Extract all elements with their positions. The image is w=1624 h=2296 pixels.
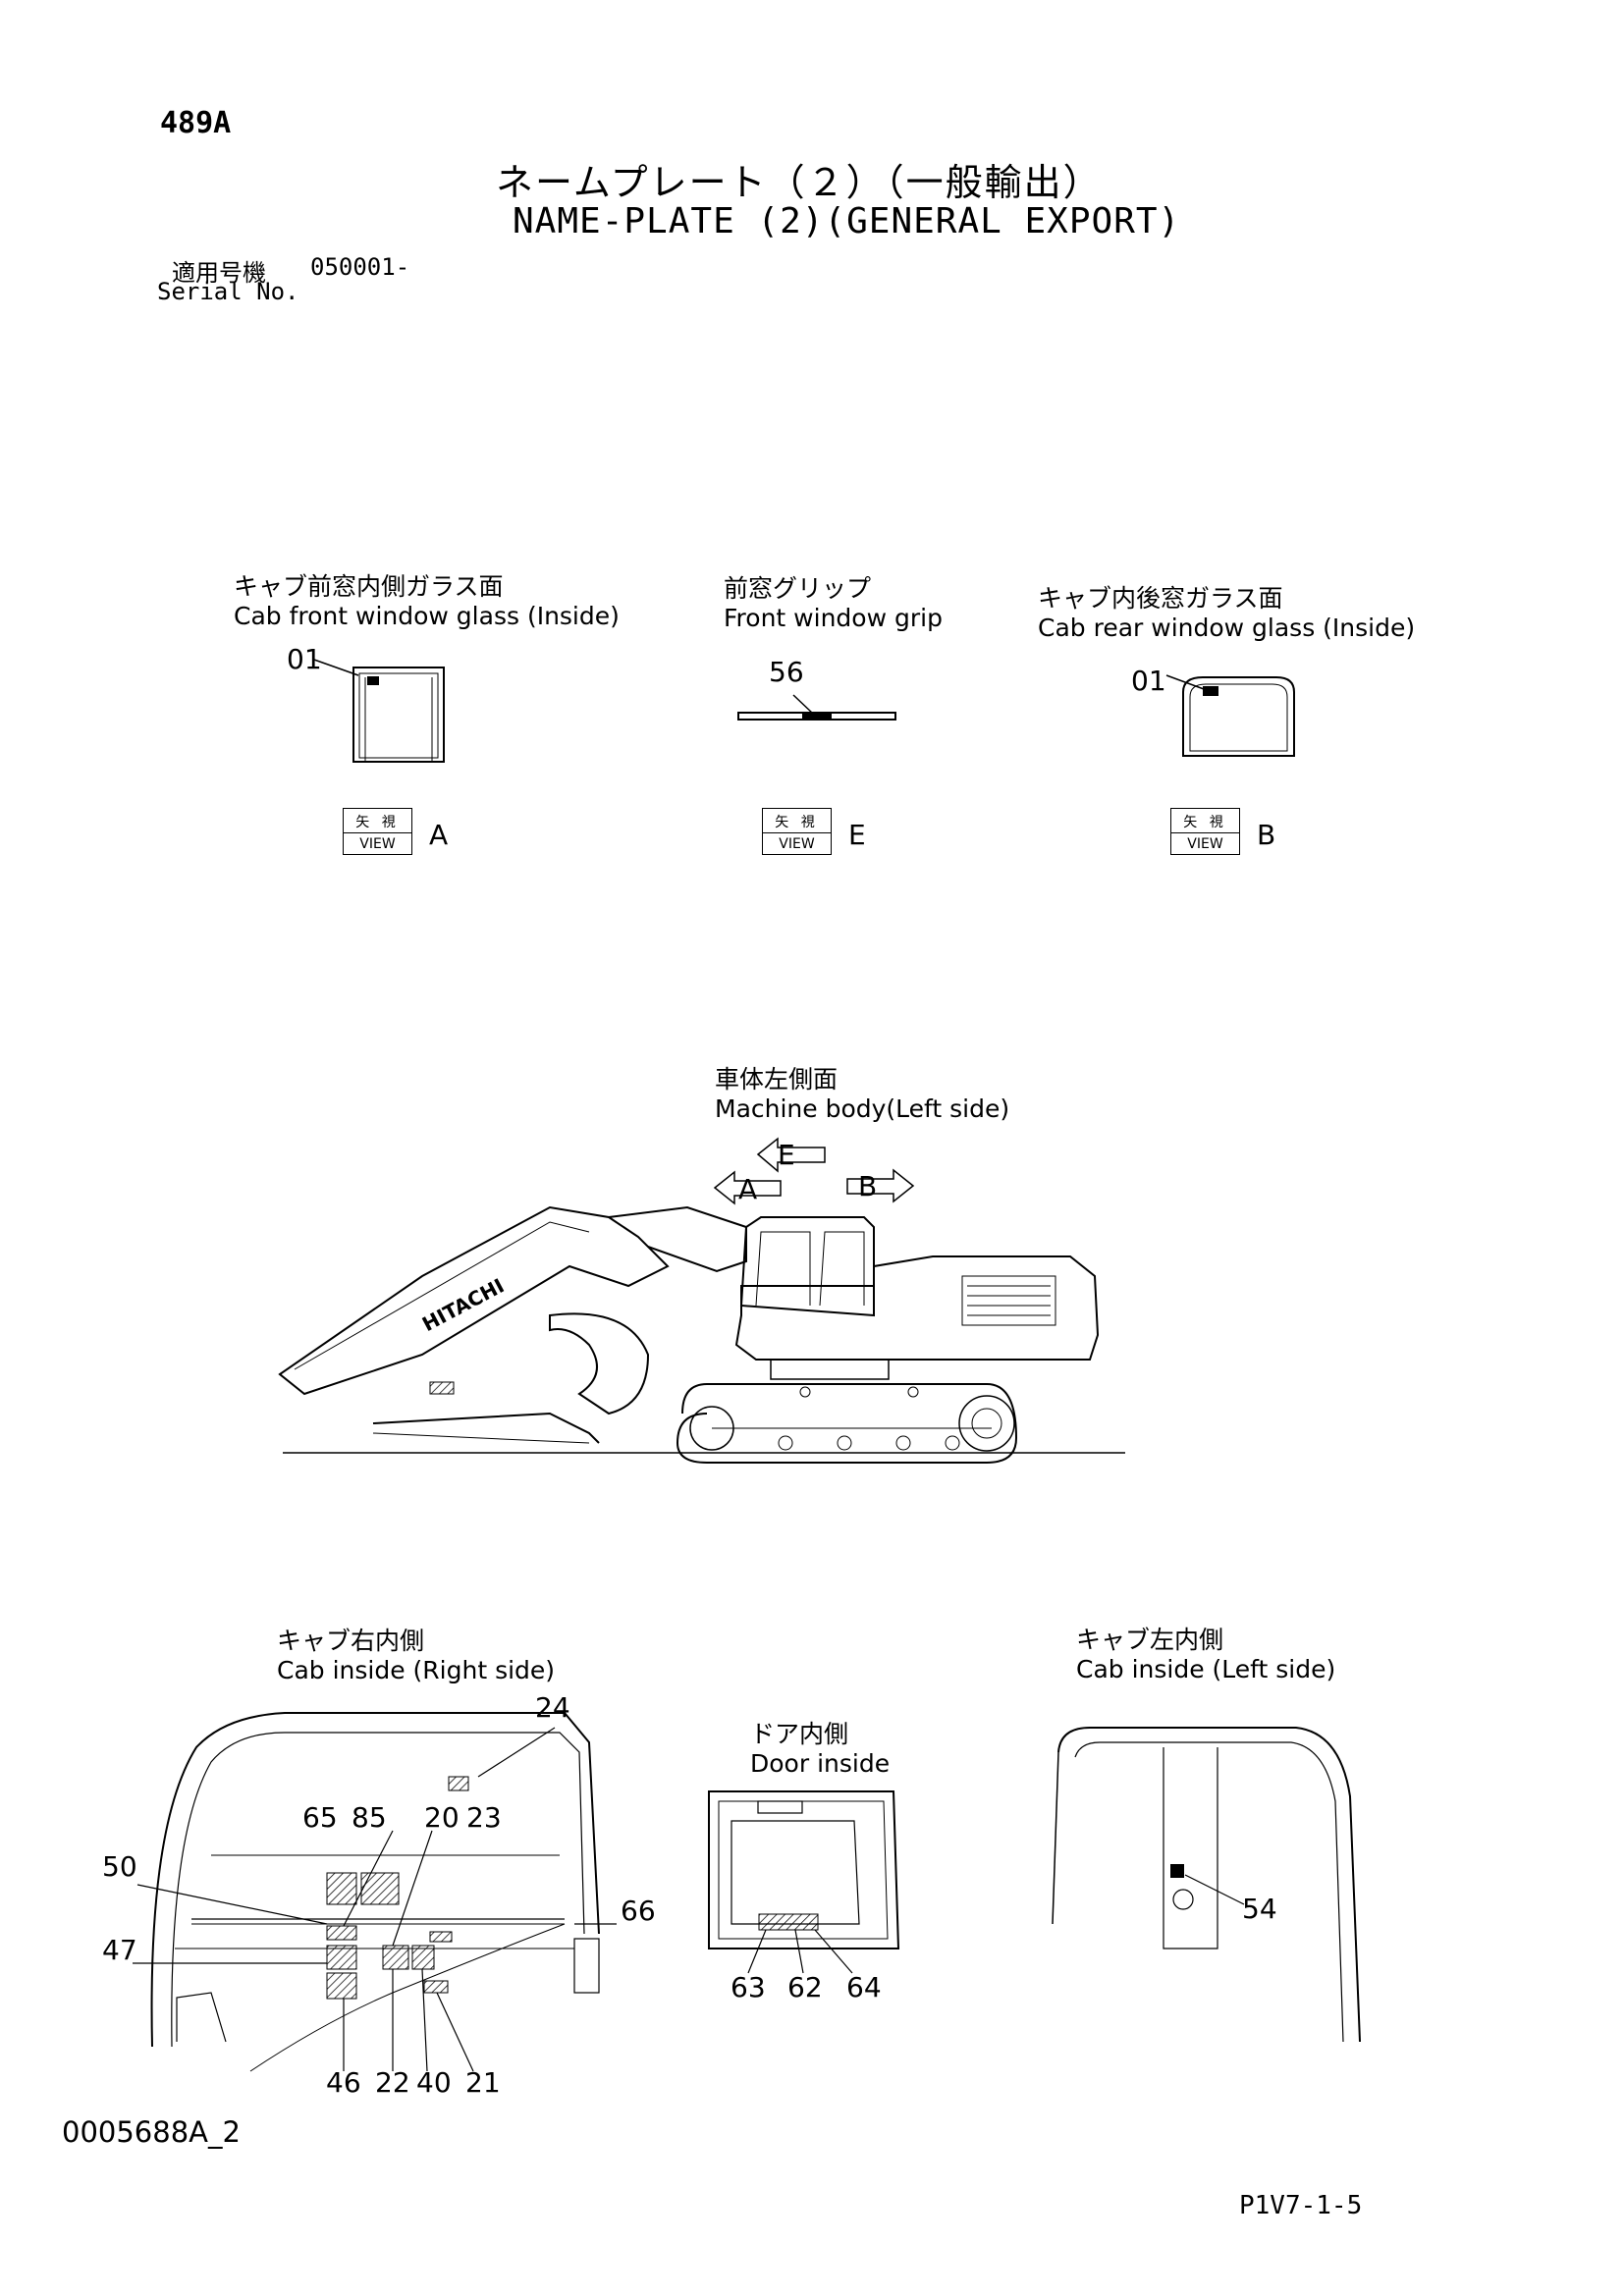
view-b-label: キャブ内後窓ガラス面 Cab rear window glass (Inside… [1038,584,1415,643]
excavator-drawing [278,1137,1125,1464]
view-a-indicator-en: VIEW [344,832,411,852]
page-title-japanese: ネームプレート（２）（一般輸出） [496,161,1103,204]
cab-right-part-85: 85 [352,1801,387,1834]
view-b-indicator-jp: 矢 視 [1183,815,1227,830]
serial-label-english: Serial No. [157,278,299,305]
front-window-grip-drawing [737,694,896,721]
cab-inside-left-drawing [1052,1727,1361,2043]
door-part-62: 62 [787,1971,823,2003]
arrow-a-letter: A [738,1173,758,1205]
cab-inside-right-drawing [133,1712,617,2072]
cab-right-part-40: 40 [416,2066,452,2099]
door-label: ドア内側 Door inside [750,1720,890,1779]
view-b-label-jp: キャブ内後窓ガラス面 [1038,584,1283,613]
view-e-part-number: 56 [769,656,804,688]
rear-window-frame-drawing [1165,674,1295,757]
cab-right-part-24: 24 [535,1691,570,1724]
door-label-en: Door inside [750,1749,891,1778]
view-b-letter: B [1257,819,1276,851]
serial-label-japanese: 適用号機 [172,259,266,287]
cab-right-part-65: 65 [302,1801,338,1834]
machine-label: 車体左側面 Machine body(Left side) [715,1065,1009,1124]
view-a-label-jp: キャブ前窓内側ガラス面 [234,572,504,601]
view-e-indicator-jp: 矢 視 [775,815,819,830]
cab-right-label: キャブ右内側 Cab inside (Right side) [277,1627,555,1685]
view-a-indicator: 矢 視 VIEW [343,808,412,855]
cab-right-part-50: 50 [102,1850,137,1883]
page-title-english: NAME-PLATE (2)(GENERAL EXPORT) [513,201,1181,241]
view-a-indicator-jp: 矢 視 [355,815,400,830]
view-b-part-number: 01 [1131,665,1166,697]
door-label-jp: ドア内側 [750,1720,849,1748]
view-e-letter: E [848,819,866,851]
view-a-part-number: 01 [287,643,322,675]
door-part-63: 63 [731,1971,766,2003]
document-number: 0005688A_2 [62,2115,241,2149]
arrow-e-letter: E [778,1139,795,1171]
page-reference: P1V7-1-5 [1239,2191,1363,2220]
cab-left-part-54: 54 [1242,1893,1277,1925]
cab-right-label-en: Cab inside (Right side) [277,1656,556,1684]
cab-right-part-46: 46 [326,2066,361,2099]
cab-right-part-66: 66 [621,1895,656,1927]
cab-right-part-22: 22 [375,2066,410,2099]
view-b-label-en: Cab rear window glass (Inside) [1038,614,1416,642]
view-b-indicator-en: VIEW [1171,832,1239,852]
cab-left-label-en: Cab inside (Left side) [1076,1655,1336,1683]
page-number: 489A [160,106,232,140]
cab-right-part-47: 47 [102,1934,137,1966]
cab-right-part-23: 23 [466,1801,502,1834]
front-window-frame-drawing [313,659,445,763]
cab-left-label-jp: キャブ左内側 [1076,1626,1224,1654]
view-a-label: キャブ前窓内側ガラス面 Cab front window glass (Insi… [234,572,620,631]
machine-label-en: Machine body(Left side) [715,1095,1010,1123]
serial-number-value: 050001- [310,253,410,281]
machine-label-jp: 車体左側面 [715,1065,839,1094]
view-e-label-en: Front window grip [724,604,943,632]
view-e-indicator-en: VIEW [763,832,831,852]
view-a-letter: A [429,819,449,851]
arrow-b-letter: B [858,1170,878,1202]
cab-left-label: キャブ左内側 Cab inside (Left side) [1076,1626,1335,1684]
view-e-label: 前窓グリップ Front window grip [724,574,943,633]
door-inside-drawing [708,1790,900,1974]
cab-right-label-jp: キャブ右内側 [277,1627,425,1655]
view-e-label-jp: 前窓グリップ [724,574,872,603]
cab-right-part-21: 21 [465,2066,501,2099]
view-e-indicator: 矢 視 VIEW [762,808,832,855]
door-part-64: 64 [846,1971,882,2003]
cab-right-part-20: 20 [424,1801,460,1834]
view-a-label-en: Cab front window glass (Inside) [234,602,620,630]
view-b-indicator: 矢 視 VIEW [1170,808,1240,855]
